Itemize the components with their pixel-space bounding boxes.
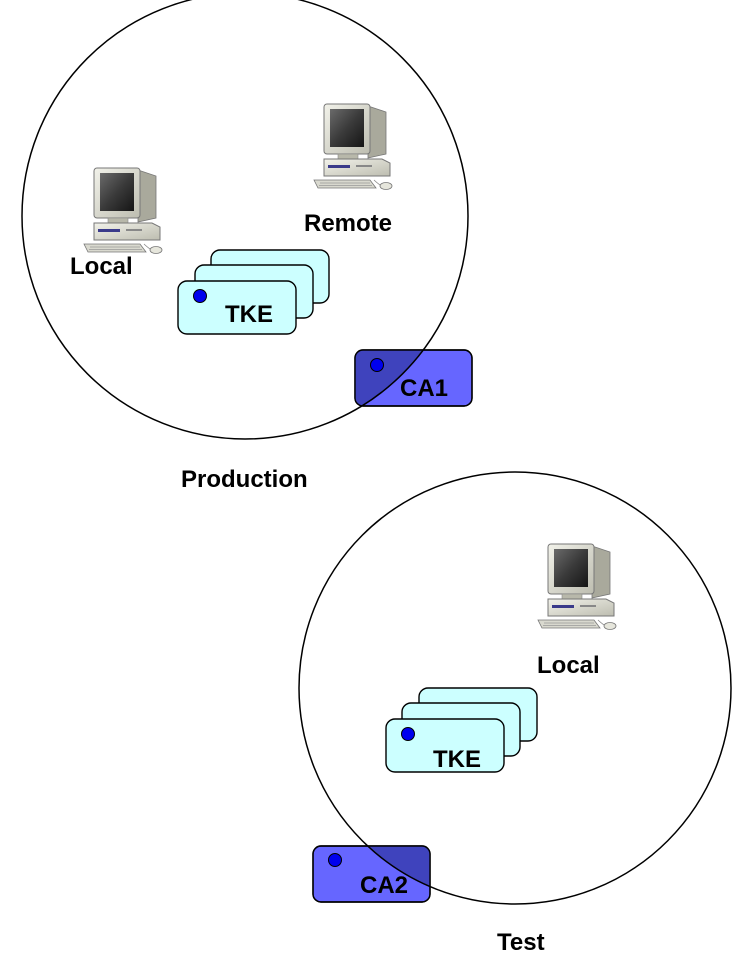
production-tke-stack: TKE [177, 249, 330, 335]
production-local-computer-icon [83, 167, 163, 254]
production-remote-computer-icon [313, 103, 393, 190]
test-local-computer-icon [537, 543, 617, 630]
production-tke-dot [193, 289, 207, 303]
test-group: Local TKE CA2 Test [298, 471, 732, 956]
production-remote-label: Remote [304, 210, 392, 237]
production-local-label: Local [70, 253, 133, 280]
production-ca-label: CA1 [400, 375, 448, 402]
production-label: Production [181, 466, 308, 493]
test-tke-stack: TKE [385, 687, 538, 773]
test-tke-label: TKE [433, 746, 481, 773]
production-boundary [21, 0, 469, 440]
test-local-label: Local [537, 652, 600, 679]
production-ca-dot [370, 358, 384, 372]
production-ca-card: CA1 [354, 349, 473, 407]
test-boundary [298, 471, 732, 905]
test-ca-card: CA2 [312, 845, 431, 903]
test-tke-dot [401, 727, 415, 741]
test-ca-dot [328, 853, 342, 867]
production-tke-label: TKE [225, 301, 273, 328]
test-label: Test [497, 929, 545, 956]
production-group: Local Remote TKE CA1 Production [21, 0, 473, 493]
test-ca-label: CA2 [360, 872, 408, 899]
